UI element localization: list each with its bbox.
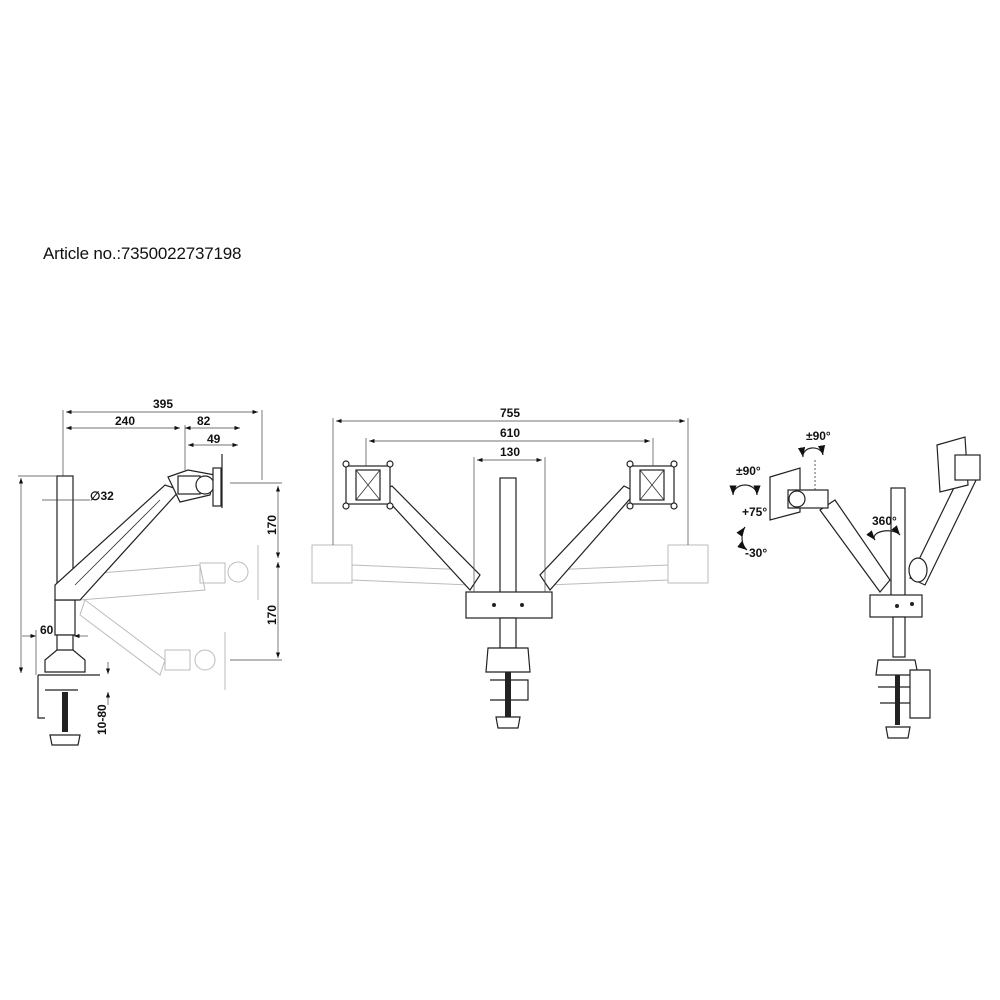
angle-pole-rotation: 360° — [872, 514, 897, 528]
dim-arm-reach: 240 — [115, 414, 135, 428]
tilt-arrow-icon — [736, 526, 748, 551]
base — [44, 649, 86, 673]
dim-height-down: 170 — [265, 605, 279, 625]
angle-tilt-down: -30° — [745, 546, 767, 560]
front-clamp-knob — [495, 716, 521, 729]
swivel-arrow-icon — [797, 444, 826, 458]
dim-total-width: 755 — [500, 406, 520, 420]
front-pole — [499, 477, 517, 594]
crossbar — [465, 591, 553, 619]
dim-monitor-span: 610 — [500, 426, 520, 440]
right-arm — [539, 485, 637, 591]
angle-rotation: ±90° — [736, 464, 761, 478]
dim-bracket-width: 130 — [500, 445, 520, 459]
side-view: 395 240 82 49 ∅32 170 170 60 10-80 — [18, 397, 282, 746]
rotation-arrow-icon — [729, 484, 761, 496]
front-clamp — [485, 647, 531, 673]
right-vesa-plate — [626, 460, 678, 510]
left-arm — [379, 485, 481, 591]
pole-rotation-arrow-icon — [866, 525, 901, 541]
angle-swivel: ±90° — [806, 429, 831, 443]
dim-plate-depth: 49 — [207, 432, 221, 446]
angle-tilt-up: +75° — [742, 505, 767, 519]
persp-pole — [890, 487, 906, 599]
dim-height-up: 170 — [265, 515, 279, 535]
perspective-view: ±90° ±90° +75° -30° 360° — [729, 429, 981, 739]
dim-base-offset: 60 — [40, 623, 54, 637]
persp-right-monitor-plate — [936, 436, 981, 493]
persp-left-arm — [819, 499, 891, 593]
dim-desk-thickness: 10-80 — [95, 704, 109, 735]
clamp-screw — [62, 692, 68, 732]
article-number: Article no.:7350022737198 — [43, 244, 242, 263]
left-vesa-plate — [342, 460, 394, 510]
dim-total-reach: 395 — [153, 397, 173, 411]
pole-collar — [54, 599, 76, 636]
dim-pole-diameter: ∅32 — [90, 489, 114, 503]
clamp-knob — [49, 734, 81, 746]
persp-left-monitor-plate — [769, 467, 829, 521]
front-view: 755 610 130 — [311, 406, 709, 729]
dim-head-depth: 82 — [197, 414, 211, 428]
